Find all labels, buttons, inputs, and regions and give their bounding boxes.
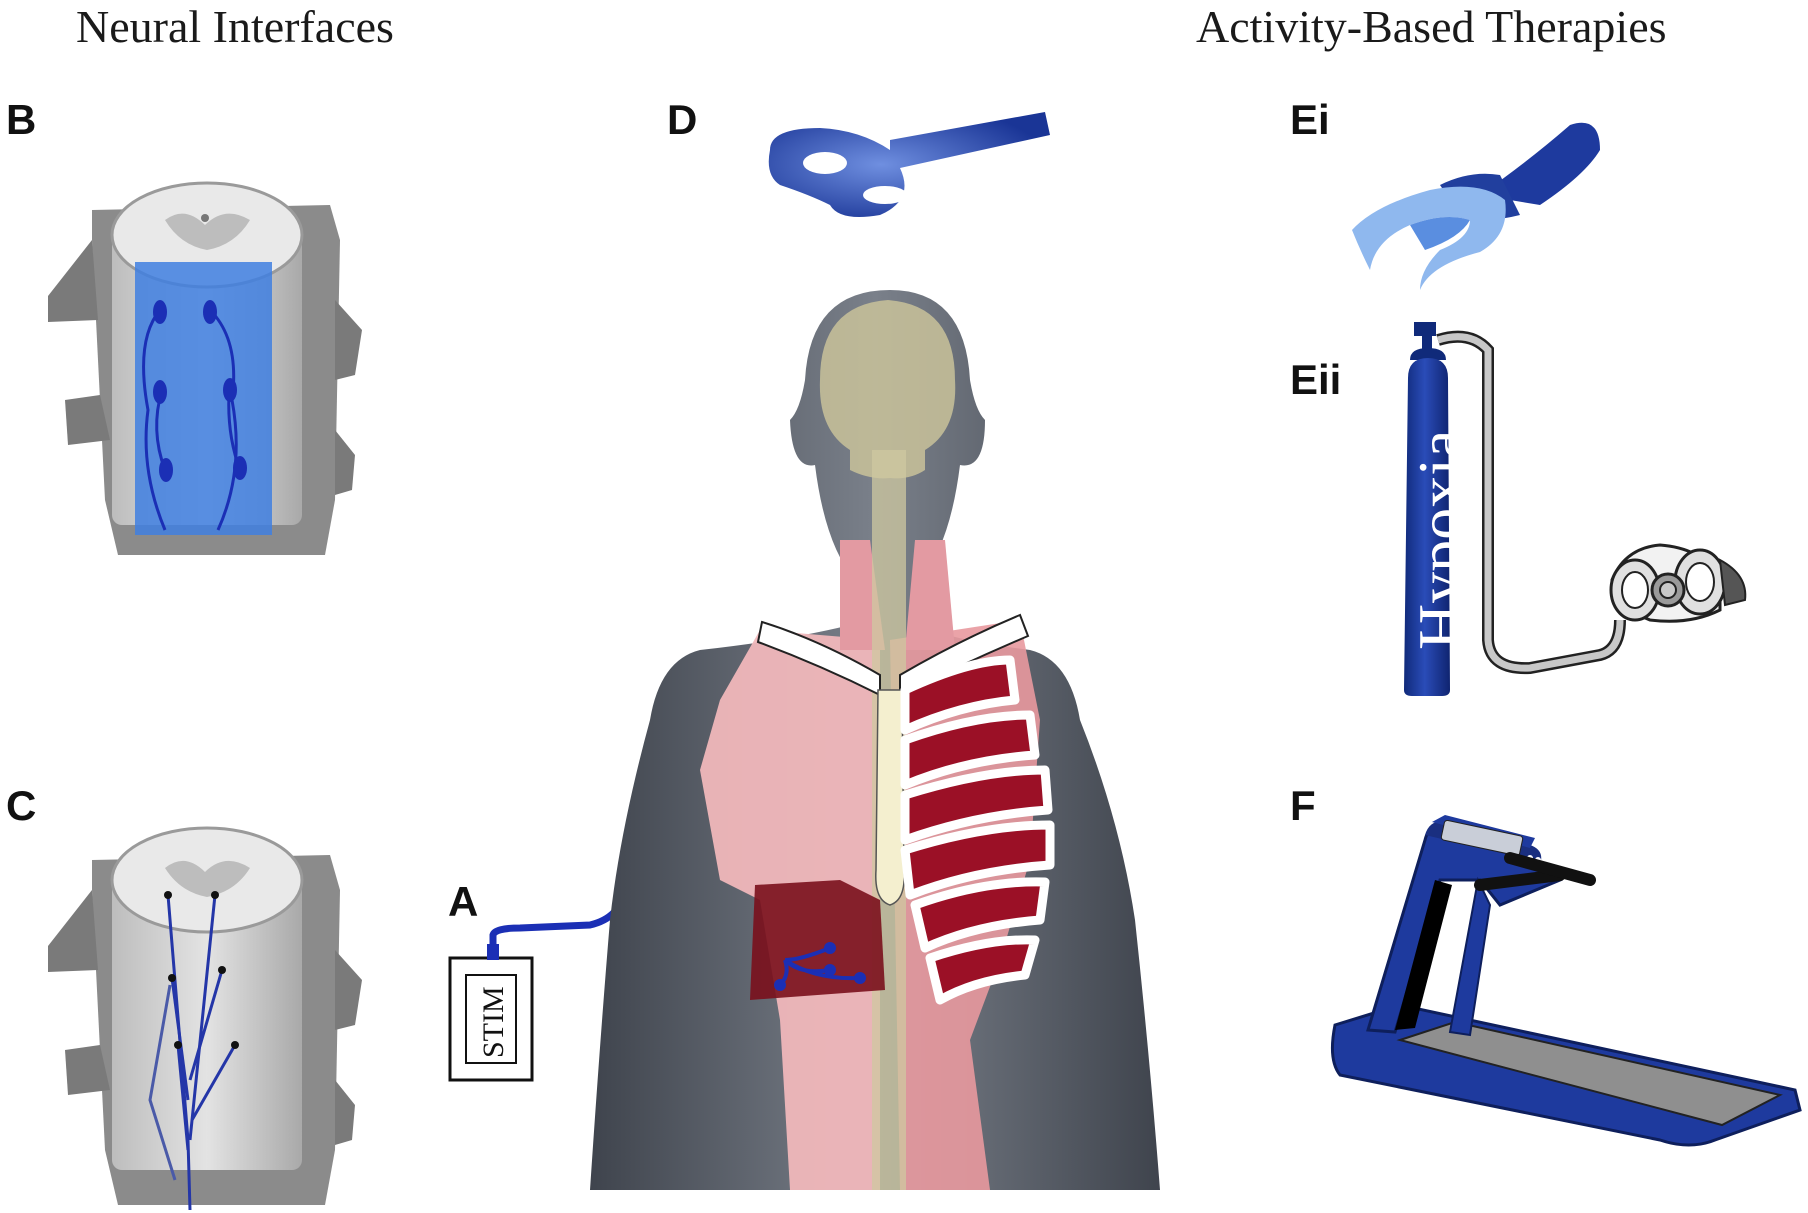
heading-activity-based-therapies: Activity-Based Therapies	[1196, 1, 1667, 52]
body-figure	[590, 290, 1160, 1190]
heading-neural-interfaces: Neural Interfaces	[76, 1, 394, 52]
panel-label-eii: Eii	[1290, 356, 1342, 403]
diaphragm-region	[750, 880, 885, 1000]
panel-label-ei: Ei	[1290, 96, 1330, 143]
panel-label-a: A	[448, 878, 479, 925]
panel-label-c: C	[6, 782, 37, 829]
panel-label-f: F	[1290, 782, 1316, 829]
hypoxia-label: Hypoxia	[1405, 430, 1476, 650]
treadmill	[1330, 815, 1802, 1147]
spinal-segment-intraspinal-electrodes	[48, 826, 362, 1211]
panel-label-d: D	[667, 96, 698, 143]
spinal-segment-epidural-array	[48, 181, 362, 555]
panel-label-b: B	[6, 96, 37, 143]
stim-label: STIM	[477, 986, 510, 1058]
stimulator-device: STIM	[448, 944, 534, 1082]
blue-key-device	[768, 112, 1050, 218]
respirator-mask	[1609, 543, 1747, 623]
mouthpiece-trainer	[1352, 122, 1600, 290]
hypoxia-tank: Hypoxia	[1404, 322, 1626, 696]
